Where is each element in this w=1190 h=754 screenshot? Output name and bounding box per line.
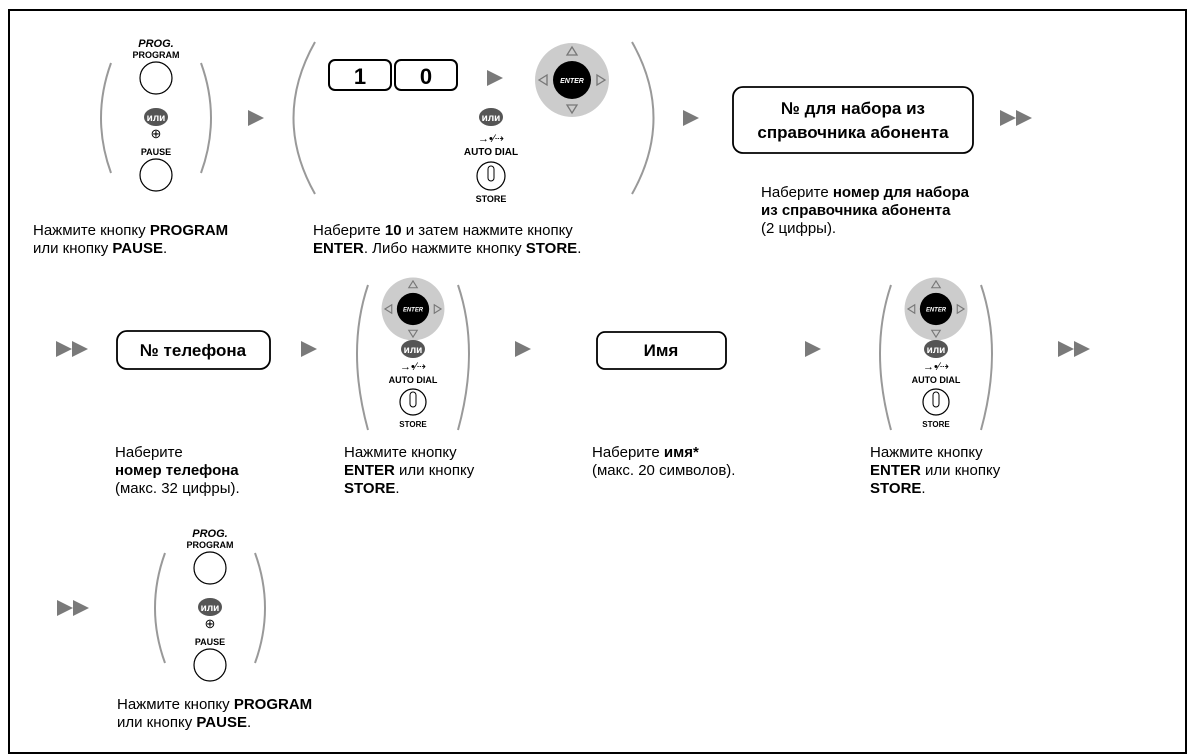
store-label: STORE	[399, 420, 427, 429]
store-handle-icon	[487, 165, 495, 182]
program-button[interactable]	[193, 551, 227, 585]
key-1-button[interactable]	[328, 59, 392, 91]
step3-description: Наберите номер для набора из справочника…	[761, 184, 969, 237]
ili-label: или	[147, 113, 166, 124]
ili-badge	[401, 340, 425, 358]
enter-label: ENTER	[926, 308, 947, 314]
auto-dial-icon: →•∕⇢	[923, 361, 949, 373]
pause-button[interactable]	[193, 648, 227, 682]
ili-label: или	[482, 113, 501, 124]
store-handle-icon	[409, 391, 417, 408]
step5-description: Нажмите кнопку ENTER или кнопку STORE.	[344, 444, 475, 497]
arrow-icon	[301, 341, 317, 357]
auto-dial-label: AUTO DIAL	[912, 375, 961, 385]
key-0-label: 0	[420, 64, 432, 89]
step4-description: Наберите номер телефона (макс. 32 цифры)…	[115, 444, 240, 497]
key-0-button[interactable]	[394, 59, 458, 91]
ili-badge	[924, 340, 948, 358]
phone-box-label: № телефона	[140, 341, 247, 360]
name-box-label: Имя	[644, 341, 679, 360]
ili-label: или	[927, 345, 946, 356]
pause-label: PAUSE	[141, 147, 171, 157]
double-arrow-icon	[57, 600, 89, 616]
ili-badge	[198, 598, 222, 616]
arrow-icon	[683, 110, 699, 126]
ili-label: или	[404, 345, 423, 356]
navigator-enter[interactable]: ENTER	[903, 276, 969, 342]
prog-label: PROG.	[138, 38, 173, 50]
prog-label: PROG.	[192, 528, 227, 540]
step7-description: Нажмите кнопку ENTER или кнопку STORE.	[870, 444, 1001, 497]
arrow-icon	[805, 341, 821, 357]
step8-description: Нажмите кнопку PROGRAM или кнопку PAUSE.	[117, 696, 313, 731]
program-pause-group-1: PROG. PROGRAM или ⊕ PAUSE	[100, 38, 212, 192]
dir-number-line2: справочника абонента	[757, 123, 949, 142]
program-pause-group-2: PROG. PROGRAM или ⊕ PAUSE	[154, 528, 266, 682]
enter-label: ENTER	[560, 78, 584, 85]
pause-icon: ⊕	[205, 616, 216, 631]
phone-box	[116, 330, 271, 370]
dir-number-line1: № для набора из	[781, 99, 925, 118]
double-arrow-icon	[1000, 110, 1032, 126]
ili-label: или	[201, 603, 220, 614]
ili-badge	[479, 108, 503, 126]
program-label: PROGRAM	[133, 50, 180, 60]
double-arrow-icon	[56, 341, 88, 357]
key-1-label: 1	[354, 64, 366, 89]
program-label: PROGRAM	[187, 540, 234, 550]
ili-badge	[144, 108, 168, 126]
auto-dial-icon: →•∕⇢	[478, 133, 504, 145]
enter-store-group-3: ENTER или →•∕⇢ AUTO DIAL STORE	[879, 276, 993, 431]
navigator-enter[interactable]: ENTER	[534, 42, 610, 118]
auto-dial-icon: →•∕⇢	[400, 361, 426, 373]
pause-label: PAUSE	[195, 637, 225, 647]
enter-store-group-2: ENTER или →•∕⇢ AUTO DIAL STORE	[356, 276, 470, 431]
dir-number-box	[732, 86, 974, 154]
step2-group: 1 0 ENTER или →•∕⇢ AUTO DIAL STORE	[292, 41, 655, 204]
navigator-enter[interactable]: ENTER	[380, 276, 446, 342]
store-label: STORE	[922, 420, 950, 429]
enter-label: ENTER	[403, 308, 424, 314]
store-label: STORE	[476, 194, 507, 204]
pause-button[interactable]	[139, 158, 173, 192]
step2-description: Наберите 10 и затем нажмите кнопку ENTER…	[313, 222, 582, 257]
arrow-icon	[487, 70, 503, 86]
auto-dial-label: AUTO DIAL	[464, 147, 518, 158]
pause-icon: ⊕	[151, 126, 162, 141]
auto-dial-label: AUTO DIAL	[389, 375, 438, 385]
name-box	[596, 331, 727, 370]
program-button[interactable]	[139, 61, 173, 95]
arrow-icon	[515, 341, 531, 357]
store-handle-icon	[932, 391, 940, 408]
arrow-icon	[248, 110, 264, 126]
double-arrow-icon	[1058, 341, 1090, 357]
step6-description: Наберите имя* (макс. 20 символов).	[592, 444, 736, 479]
step1-description: Нажмите кнопку PROGRAM или кнопку PAUSE.	[33, 222, 229, 257]
